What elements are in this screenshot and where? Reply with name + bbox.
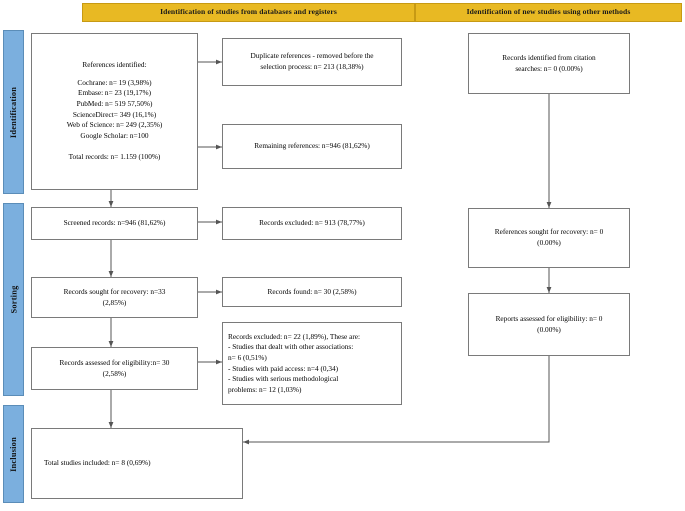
box-records-excluded-screening: Records excluded: n= 913 (78,77%): [222, 207, 402, 240]
records-found-line-1: Records found: n= 30 (2,58%): [267, 286, 357, 296]
phase-identification-text: Identification: [9, 86, 19, 138]
reports-assessed-other-line-1: Reports assessed for eligibility: n= 0: [495, 313, 603, 323]
screened-records-line-1: Screened records: n=946 (81,62%): [63, 218, 166, 228]
references-identified-title: References identified:: [82, 60, 147, 70]
box-references-identified: References identified: Cochrane: n= 19 (…: [31, 33, 198, 190]
phase-label-sorting: Sorting: [3, 203, 24, 396]
records-assessed-line-1: Records assessed for eligibility:n= 30: [59, 357, 170, 367]
banner-other-methods-label: Identification of new studies using othe…: [466, 7, 631, 17]
records-excluded-screening-line-1: Records excluded: n= 913 (78,77%): [259, 218, 365, 228]
box-records-sought-for-recovery: Records sought for recovery: n=33 (2,85%…: [31, 277, 198, 318]
box-reports-assessed-eligibility-other: Reports assessed for eligibility: n= 0 (…: [468, 293, 630, 356]
banner-databases-label: Identification of studies from databases…: [160, 7, 337, 17]
box-references-sought-recovery-other: References sought for recovery: n= 0 (0.…: [468, 208, 630, 268]
reports-assessed-other-line-2: (0.00%): [537, 324, 561, 334]
citation-searches-line-1: Records identified from citation: [502, 52, 596, 62]
refs-sought-other-line-1: References sought for recovery: n= 0: [494, 227, 604, 237]
box-remaining-references: Remaining references: n=946 (81,62%): [222, 124, 402, 169]
box-screened-records: Screened records: n=946 (81,62%): [31, 207, 198, 240]
source-cochrane: Cochrane: n= 19 (3,98%): [77, 77, 152, 87]
box-records-identified-citation-searches: Records identified from citation searche…: [468, 33, 630, 94]
source-pubmed: PubMed: n= 519 57,50%): [76, 98, 153, 108]
box-records-assessed-for-eligibility: Records assessed for eligibility:n= 30 (…: [31, 347, 198, 390]
source-google-scholar: Google Scholar: n=100: [80, 130, 149, 140]
records-sought-line-2: (2,85%): [102, 297, 127, 307]
phase-label-inclusion: Inclusion: [3, 405, 24, 503]
refs-sought-other-line-2: (0.00%): [537, 238, 561, 247]
banner-databases-registers: Identification of studies from databases…: [82, 3, 415, 22]
remaining-references-line-1: Remaining references: n=946 (81,62%): [254, 141, 370, 151]
banner-other-methods: Identification of new studies using othe…: [415, 3, 682, 22]
records-sought-line-1: Records sought for recovery: n=33: [63, 286, 166, 296]
phase-sorting-text: Sorting: [9, 285, 18, 314]
records-excluded-elig-line-2: - Studies that dealt with other associat…: [228, 342, 354, 352]
source-embase: Embase: n= 23 (19,17%): [77, 88, 151, 98]
box-records-found: Records found: n= 30 (2,58%): [222, 277, 402, 307]
records-excluded-elig-line-6: problems: n= 12 (1,03%): [228, 384, 302, 394]
references-identified-total: Total records: n= 1.159 (100%): [68, 152, 161, 162]
records-excluded-elig-line-5: - Studies with serious methodological: [228, 374, 339, 384]
records-assessed-line-2: (2,58%): [102, 368, 127, 378]
phase-label-identification: Identification: [3, 30, 24, 194]
duplicates-line-1: Duplicate references - removed before th…: [250, 51, 374, 61]
box-records-excluded-eligibility: Records excluded: n= 22 (1,89%), These a…: [222, 322, 402, 405]
box-duplicate-references-removed: Duplicate references - removed before th…: [222, 38, 402, 86]
citation-searches-line-2: searches: n= 0 (0.00%): [515, 63, 583, 73]
records-excluded-elig-line-1: Records excluded: n= 22 (1,89%), These a…: [228, 331, 361, 341]
total-studies-included-line-1: Total studies included: n= 8 (0,69%): [44, 458, 151, 468]
records-excluded-elig-line-3: n= 6 (0,51%): [228, 352, 267, 362]
source-web-of-science: Web of Science: n= 249 (2,35%): [66, 120, 163, 130]
box-total-studies-included: Total studies included: n= 8 (0,69%): [31, 428, 243, 499]
source-sciencedirect: ScienceDirect= 349 (16,1%): [72, 109, 157, 119]
phase-inclusion-text: Inclusion: [9, 436, 19, 472]
duplicates-line-2: selection process: n= 213 (18,38%): [260, 62, 364, 71]
records-excluded-elig-line-4: - Studies with paid access: n=4 (0,34): [228, 363, 339, 373]
